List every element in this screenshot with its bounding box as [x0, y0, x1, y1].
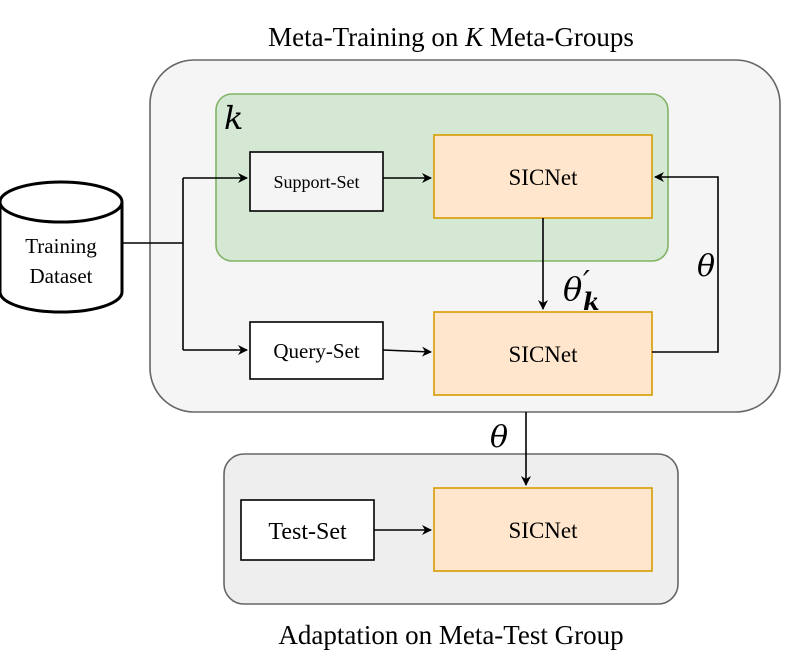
sicnet-adaptation-label: SICNet [509, 518, 579, 543]
training-dataset-label-line1: Training [25, 234, 97, 258]
svg-text:′: ′ [583, 265, 590, 300]
query-to-sicnet-arrow [382, 346, 432, 357]
training-dataset-label-line2: Dataset [30, 264, 93, 288]
connectors [122, 172, 719, 535]
support-set-box [249, 151, 384, 212]
sicnet-inner-loop-box [433, 134, 653, 219]
query-set-label: Query-Set [273, 339, 359, 363]
test-set-label: Test-Set [268, 519, 347, 545]
meta-group-label: k [224, 99, 243, 137]
sicnet-adaptation-box [433, 487, 653, 572]
test-set-box [240, 499, 375, 561]
sicnet-inner-loop-label: SICNet [509, 165, 579, 190]
theta-transfer-label: θ [490, 420, 508, 455]
meta-training-title: Meta-Training on K Meta-Groups [268, 22, 634, 52]
theta-prime-label: θ ′ k [563, 265, 600, 316]
adaptation-title: Adaptation on Meta-Test Group [278, 620, 623, 650]
svg-text:k: k [583, 287, 600, 316]
training-dataset-cylinder: Training Dataset [0, 180, 124, 314]
sicnet-query-box [433, 311, 653, 396]
theta-feedback-label: θ [697, 249, 715, 284]
sicnet-query-label: SICNet [509, 342, 579, 367]
support-set-label: Support-Set [273, 172, 359, 192]
theta-feedback-arrow [652, 172, 719, 353]
svg-text:θ: θ [563, 270, 582, 308]
